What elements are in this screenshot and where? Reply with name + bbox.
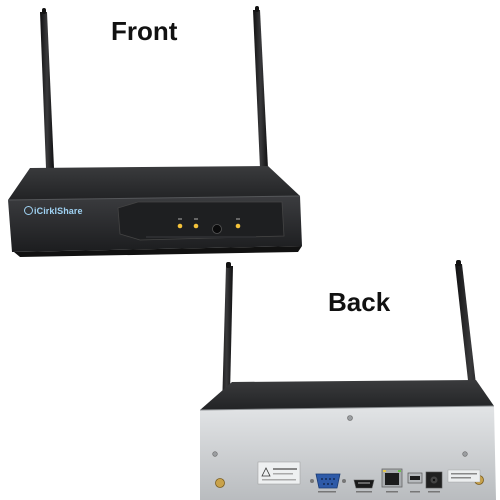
led-icon	[235, 223, 241, 229]
ethernet-port-icon	[381, 468, 403, 488]
led-icon	[177, 223, 183, 229]
hdmi-port-icon	[353, 479, 375, 489]
antenna-icon	[40, 12, 54, 168]
device-top-surface	[200, 380, 494, 410]
led-icon	[193, 223, 199, 229]
serial-sticker	[447, 469, 481, 483]
antenna-connector	[215, 478, 225, 488]
screw	[212, 451, 218, 457]
brand-logo: iCirklShare	[24, 206, 83, 216]
device-back-panel	[200, 406, 496, 500]
back-view-device	[199, 260, 496, 500]
back-label: Back	[328, 287, 391, 317]
brand-logo-icon	[24, 206, 33, 215]
ir-sensor	[212, 224, 222, 234]
device-top-surface	[8, 166, 300, 200]
front-label: Front	[111, 16, 178, 46]
screw	[462, 451, 468, 457]
front-panel-bezel	[117, 201, 285, 241]
power-jack-icon	[425, 471, 443, 489]
screw	[347, 415, 353, 421]
front-view-device	[7, 6, 302, 257]
usb-port-icon	[407, 472, 423, 484]
vga-port-icon	[310, 473, 346, 489]
brand-name: iCirklShare	[34, 206, 83, 216]
antenna-icon	[253, 10, 268, 168]
